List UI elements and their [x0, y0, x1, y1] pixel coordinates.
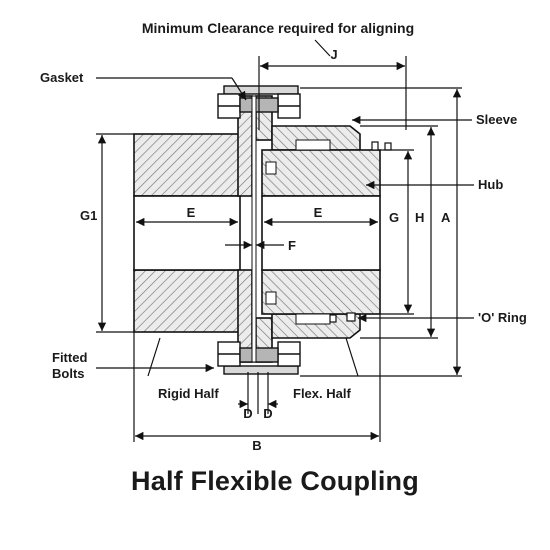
dim-d-left-label: D [243, 406, 252, 421]
fitted-bolts-label-line1: Fitted [52, 350, 87, 365]
dim-j-label: J [330, 47, 337, 62]
flex-half-leader [345, 337, 359, 377]
o-ring-label: 'O' Ring [478, 310, 527, 325]
hub-label: Hub [478, 177, 503, 192]
rigid-half-leader [147, 337, 161, 377]
dim-b-label: B [252, 438, 261, 453]
rigid-hub-upper [133, 133, 241, 197]
sleeve-seal-upper [371, 141, 392, 151]
rigid-half-label: Rigid Half [158, 386, 219, 401]
gasket-label: Gasket [40, 70, 84, 85]
sleeve-upper [271, 125, 361, 151]
j-leader [314, 39, 331, 57]
fitted-bolts-label-line2: Bolts [52, 366, 85, 381]
o-ring-seal [329, 312, 356, 323]
dim-h-label: H [415, 210, 424, 225]
rigid-bore [133, 195, 241, 271]
clearance-header: Minimum Clearance required for aligning [142, 20, 414, 36]
gasket-leader-tip [231, 77, 247, 101]
center-gap [251, 95, 257, 363]
flex-hub-upper [261, 149, 381, 197]
sleeve-label: Sleeve [476, 112, 517, 127]
flex-hub-lower [261, 269, 381, 315]
dim-d-right-label: D [263, 406, 272, 421]
dim-e-right-label: E [314, 205, 323, 220]
flex-bore [261, 195, 381, 271]
rigid-half-body [133, 95, 253, 363]
dim-g1-label: G1 [80, 208, 97, 223]
bolt-lower [217, 341, 301, 375]
dim-a-label: A [441, 210, 451, 225]
flex-half-label: Flex. Half [293, 386, 351, 401]
diagram-title: Half Flexible Coupling [131, 466, 419, 496]
dim-e-left-label: E [187, 205, 196, 220]
gear-teeth-upper [265, 139, 331, 175]
dim-g-label: G [389, 210, 399, 225]
flex-half-body [255, 95, 392, 363]
dim-f-label: F [288, 238, 296, 253]
rigid-hub-lower [133, 269, 241, 333]
